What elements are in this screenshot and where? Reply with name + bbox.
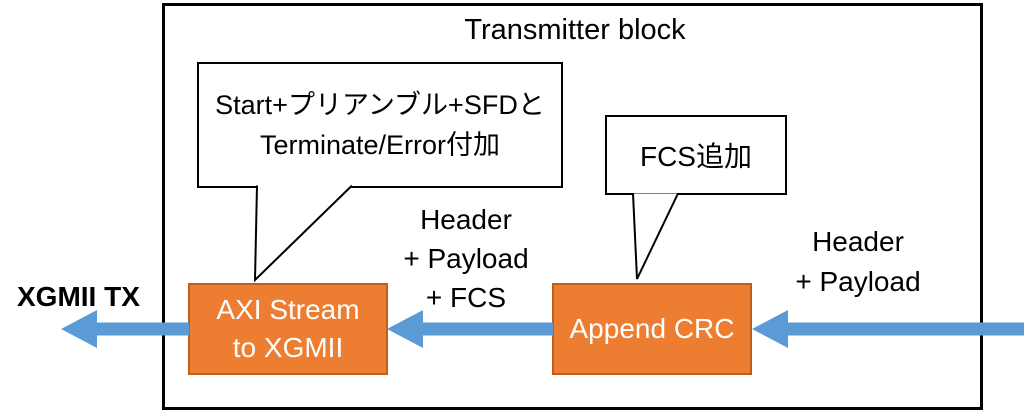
diagram-title: Transmitter block [464, 14, 686, 46]
callout-axi-stream: Start+プリアンブル+SFDと Terminate/Error付加 [197, 62, 563, 188]
flow-label-input-line2: + Payload [795, 266, 921, 297]
callout-append-crc: FCS追加 [605, 115, 787, 195]
flow-label-header-payload-fcs: Header + Payload + FCS [403, 200, 528, 317]
callout-axi-line2: Terminate/Error付加 [259, 130, 501, 160]
flow-label-mid-line2: + Payload [403, 243, 529, 274]
block-axi-line2: to XGMII [232, 332, 344, 363]
flow-label-input-line1: Header [812, 226, 904, 257]
block-crc-label: Append CRC [569, 313, 735, 344]
flow-label-header-payload: Header + Payload [795, 222, 920, 302]
xgmii-tx-label: XGMII TX [17, 281, 140, 312]
callout-axi-line1: Start+プリアンブル+SFDと [215, 90, 545, 120]
block-axi-stream-to-xgmii: AXI Stream to XGMII [188, 283, 388, 375]
block-axi-line1: AXI Stream [216, 294, 360, 325]
flow-label-mid-line1: Header [420, 204, 512, 235]
block-append-crc: Append CRC [552, 283, 752, 375]
flow-label-mid-line3: + FCS [425, 282, 507, 313]
callout-crc-label: FCS追加 [639, 141, 752, 172]
